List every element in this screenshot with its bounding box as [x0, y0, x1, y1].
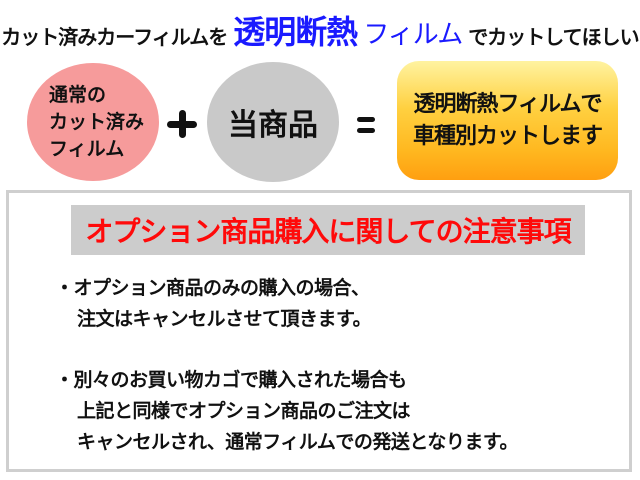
headline-highlight-film: フィルム	[363, 20, 463, 50]
notice-item-2-line-3: キャンセルされ、通常フィルムでの発送となります。	[77, 431, 518, 453]
notice-item-option-only: ・オプション商品のみの購入の場合、 注文はキャンセルさせて頂きます。	[55, 273, 372, 335]
regular-cut-film-line-3: フィルム	[49, 137, 125, 160]
headline-highlight-transparent-insulation: 透明断熱	[233, 13, 358, 51]
headline: カット済みカーフィルムを 透明断熱 フィルム でカットしてほしい	[0, 8, 640, 52]
equals-icon-top-bar	[357, 117, 375, 122]
notice-item-separate-cart: ・別々のお買い物カゴで購入された場合も 上記と同様でオプション商品のご注文は キ…	[55, 365, 518, 458]
regular-cut-film-line-1: 通常の	[49, 83, 107, 106]
notice-item-1-line-2: 注文はキャンセルさせて頂きます。	[77, 308, 372, 330]
regular-cut-film-circle: 通常の カット済み フィルム	[27, 63, 159, 181]
equals-icon-bottom-bar	[357, 128, 375, 133]
result-box: 透明断熱フィルムで 車種別カットします	[397, 61, 618, 180]
result-line-1: 透明断熱フィルムで	[413, 91, 602, 117]
regular-cut-film-line-2: カット済み	[49, 110, 145, 133]
equals-icon	[357, 114, 377, 136]
notice-item-2-line-2: 上記と同様でオプション商品のご注文は	[77, 400, 411, 422]
notice-panel: オプション商品購入に関しての注意事項 ・オプション商品のみの購入の場合、 注文は…	[6, 190, 632, 472]
result-line-2: 車種別カットします	[412, 123, 603, 149]
headline-suffix: でカットしてほしい	[468, 25, 639, 49]
notice-item-2-line-1: ・別々のお買い物カゴで購入された場合も	[55, 369, 407, 391]
notice-item-1-line-1: ・オプション商品のみの購入の場合、	[55, 277, 370, 299]
notice-banner-title: オプション商品購入に関しての注意事項	[71, 205, 585, 255]
this-product-label: 当商品	[228, 108, 318, 143]
this-product-circle: 当商品	[207, 62, 339, 182]
headline-prefix: カット済みカーフィルムを	[1, 25, 228, 49]
plus-icon	[165, 104, 199, 144]
plus-icon-vertical-bar	[179, 110, 186, 138]
